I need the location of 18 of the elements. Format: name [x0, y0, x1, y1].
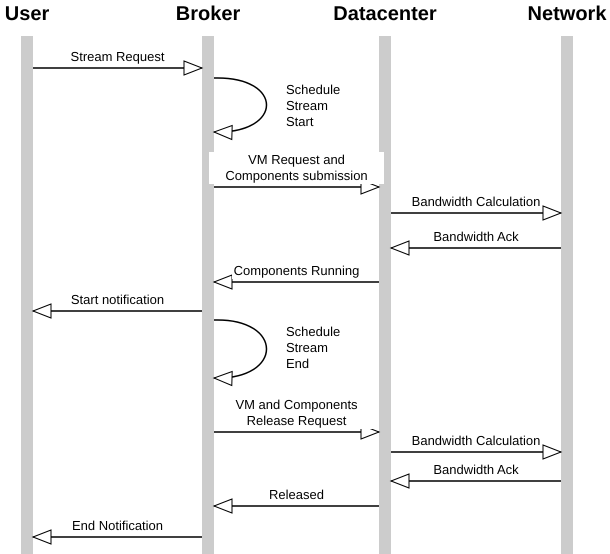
message-arrow [32, 304, 202, 318]
message-arrow [214, 77, 268, 139]
edge-label: Stream Request [68, 49, 166, 65]
message-arrow [390, 240, 561, 256]
message-arrow [390, 474, 561, 488]
message-arrow [32, 530, 202, 544]
lifeline-heading: Broker [176, 2, 240, 26]
message-arrow [214, 274, 379, 290]
message-arrow [391, 444, 562, 460]
message-arrow [391, 206, 562, 220]
edge-label: VM Request and Components submission [209, 152, 384, 184]
message-arrow [214, 319, 268, 385]
message-arrow [33, 60, 202, 76]
message-arrow [214, 498, 379, 514]
edge-label: Components Running [232, 263, 362, 279]
lifeline-heading: User [4, 2, 50, 26]
lifeline-heading: Network [528, 2, 606, 26]
lifeline-heading: Datacenter [333, 2, 437, 26]
